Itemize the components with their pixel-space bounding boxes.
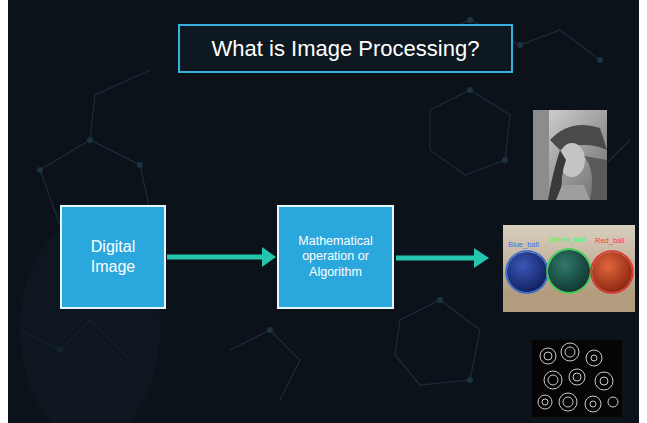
ball-label: Red_ball: [595, 236, 625, 245]
balls-photo: [503, 225, 635, 312]
grayscale-photo: [533, 110, 607, 200]
ball-label: Blue_ball: [508, 240, 539, 249]
box-text: Mathematical operation or Algorithm: [287, 234, 384, 281]
title-text: What is Image Processing?: [212, 36, 480, 62]
output-arrow: [396, 248, 489, 268]
ball-label: Green_ball: [548, 235, 585, 244]
coins-edge-image: [532, 340, 622, 417]
process-box: Mathematical operation or Algorithm: [277, 205, 394, 309]
flow-arrow: [167, 247, 276, 267]
box-text: Digital Image: [70, 237, 156, 277]
title-box: What is Image Processing?: [178, 24, 513, 73]
process-box: Digital Image: [60, 205, 166, 309]
